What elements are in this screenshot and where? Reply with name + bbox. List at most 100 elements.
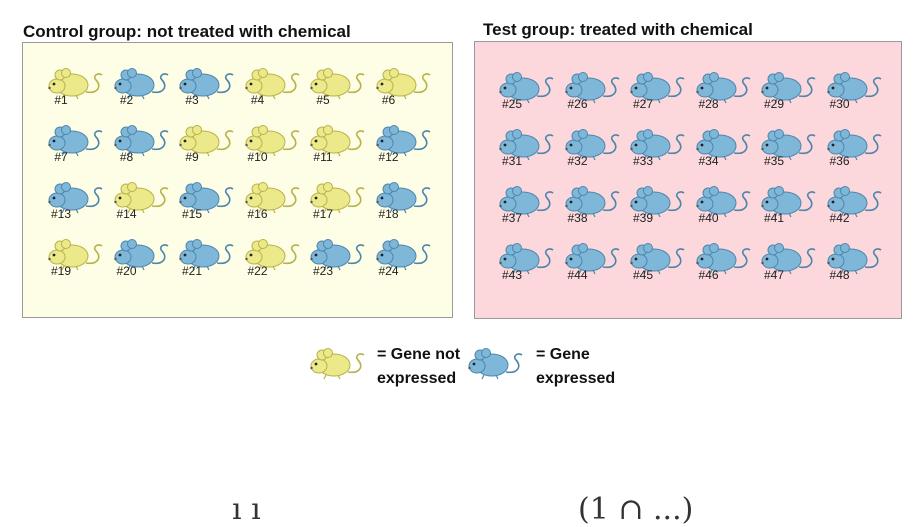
control-mouse-21: #21 xyxy=(177,235,237,279)
control-mouse-20: #20 xyxy=(112,235,172,279)
mouse-label: #38 xyxy=(567,211,588,225)
control-mouse-4: #4 xyxy=(243,64,303,108)
mouse-label: #2 xyxy=(119,93,134,107)
mouse-label: #33 xyxy=(632,154,654,168)
mouse-label: #42 xyxy=(829,211,850,225)
mouse-label: #45 xyxy=(632,268,654,282)
mouse-label: #29 xyxy=(763,97,785,111)
mouse-label: #6 xyxy=(381,93,396,107)
test-mouse-34: #34 xyxy=(694,125,754,169)
mouse-label: #9 xyxy=(185,150,199,164)
mouse-label: #16 xyxy=(247,207,268,221)
mouse-label: #14 xyxy=(116,207,137,221)
control-mouse-14: #14 xyxy=(112,178,172,222)
mouse-label: #26 xyxy=(567,97,588,111)
control-mouse-24: #24 xyxy=(374,235,434,279)
legend-mouse-not-expressed-icon xyxy=(308,344,368,388)
mouse-label: #28 xyxy=(698,97,719,111)
mouse-label: #4 xyxy=(250,93,265,107)
test-mouse-42: #42 xyxy=(825,182,885,226)
control-mouse-17: #17 xyxy=(308,178,368,222)
bottom-formula-fragment-right: (1 ∩ ...) xyxy=(578,492,694,527)
mouse-label: #18 xyxy=(378,207,399,221)
bottom-formula-fragment-left: ı ı xyxy=(232,492,261,527)
mouse-label: #36 xyxy=(829,154,850,168)
mouse-label: #35 xyxy=(763,154,785,168)
test-mouse-40: #40 xyxy=(694,182,754,226)
control-mouse-19: #19 xyxy=(46,235,106,279)
mouse-label: #34 xyxy=(698,154,719,168)
mouse-label: #20 xyxy=(116,264,137,278)
test-mouse-46: #46 xyxy=(694,239,754,283)
mouse-label: #39 xyxy=(632,211,654,225)
mouse-label: #5 xyxy=(316,93,330,107)
mouse-label: #1 xyxy=(54,93,68,107)
legend-expressed-line2: expressed xyxy=(536,370,616,387)
control-mouse-18: #18 xyxy=(374,178,434,222)
mouse-label: #44 xyxy=(567,268,588,282)
test-mouse-38: #38 xyxy=(563,182,623,226)
legend-expressed-label: = Gene expressed xyxy=(536,343,615,391)
mouse-label: #23 xyxy=(312,264,334,278)
control-mouse-16: #16 xyxy=(243,178,303,222)
control-mouse-23: #23 xyxy=(308,235,368,279)
test-mouse-32: #32 xyxy=(563,125,623,169)
control-mouse-7: #7 xyxy=(46,121,106,165)
control-mouse-1: #1 xyxy=(46,64,106,108)
control-mouse-9: #9 xyxy=(177,121,237,165)
mouse-label: #25 xyxy=(501,97,523,111)
test-mouse-35: #35 xyxy=(759,125,819,169)
mouse-label: #7 xyxy=(54,150,68,164)
test-mouse-30: #30 xyxy=(825,68,885,112)
control-mouse-10: #10 xyxy=(243,121,303,165)
mouse-label: #22 xyxy=(247,264,268,278)
test-mouse-27: #27 xyxy=(628,68,688,112)
mouse-label: #47 xyxy=(763,268,785,282)
mouse-label: #37 xyxy=(501,211,523,225)
control-mouse-15: #15 xyxy=(177,178,237,222)
test-mouse-44: #44 xyxy=(563,239,623,283)
mouse-label: #41 xyxy=(763,211,785,225)
mouse-label: #24 xyxy=(378,264,399,278)
mouse-label: #3 xyxy=(185,93,199,107)
control-mouse-5: #5 xyxy=(308,64,368,108)
test-mouse-25: #25 xyxy=(497,68,557,112)
mouse-label: #10 xyxy=(247,150,268,164)
control-mouse-3: #3 xyxy=(177,64,237,108)
control-group-title: Control group: not treated with chemical xyxy=(23,22,351,41)
mouse-label: #31 xyxy=(501,154,523,168)
mouse-label: #11 xyxy=(313,150,333,164)
test-mouse-48: #48 xyxy=(825,239,885,283)
control-mouse-11: #11 xyxy=(308,121,368,165)
mouse-label: #12 xyxy=(378,150,399,164)
mouse-label: #40 xyxy=(698,211,719,225)
mouse-label: #27 xyxy=(632,97,654,111)
test-mouse-43: #43 xyxy=(497,239,557,283)
mouse-label: #32 xyxy=(567,154,588,168)
test-mouse-36: #36 xyxy=(825,125,885,169)
control-mouse-22: #22 xyxy=(243,235,303,279)
control-mouse-8: #8 xyxy=(112,121,172,165)
mouse-label: #48 xyxy=(829,268,850,282)
legend-not-expressed-label: = Gene not expressed xyxy=(377,343,460,391)
mouse-label: #13 xyxy=(50,207,72,221)
mouse-label: #15 xyxy=(181,207,203,221)
control-mouse-12: #12 xyxy=(374,121,434,165)
mouse-label: #21 xyxy=(181,264,203,278)
test-mouse-29: #29 xyxy=(759,68,819,112)
test-mouse-41: #41 xyxy=(759,182,819,226)
control-mouse-6: #6 xyxy=(374,64,434,108)
test-mouse-37: #37 xyxy=(497,182,557,226)
legend-not-expressed-line1: = Gene not xyxy=(377,346,461,363)
legend-not-expressed-line2: expressed xyxy=(377,370,457,387)
test-mouse-33: #33 xyxy=(628,125,688,169)
control-mouse-2: #2 xyxy=(112,64,172,108)
mouse-label: #8 xyxy=(119,150,134,164)
test-mouse-31: #31 xyxy=(497,125,557,169)
test-mouse-47: #47 xyxy=(759,239,819,283)
mouse-label: #19 xyxy=(50,264,72,278)
legend-expressed-line1: = Gene xyxy=(536,346,590,363)
test-mouse-26: #26 xyxy=(563,68,623,112)
test-mouse-45: #45 xyxy=(628,239,688,283)
legend-mouse-expressed-icon xyxy=(466,344,526,388)
